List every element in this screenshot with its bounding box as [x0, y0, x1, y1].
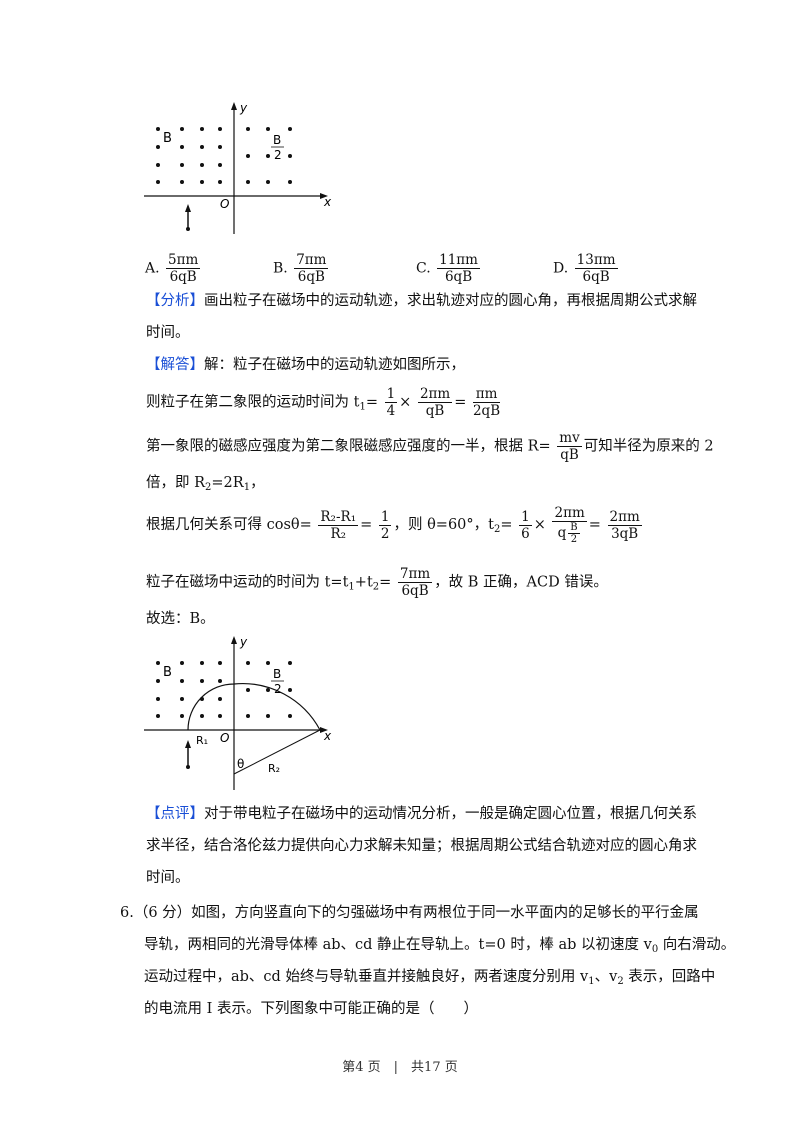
- figure-1: y x O B B 2: [144, 101, 332, 234]
- solution-tag: 【解答】: [146, 357, 204, 373]
- comment-line-1: 【点评】对于带电粒子在磁场中的运动情况分析，一般是确定圆心位置，根据几何关系: [146, 806, 697, 822]
- fig2-x-label: x: [323, 729, 332, 743]
- fig2-dots: [156, 661, 292, 718]
- q6-line-1: 6.（6 分）如图，方向竖直向下的匀强磁场中有两根位于同一水平面内的足够长的平行…: [120, 905, 699, 921]
- solution-line-7: 故选：B。: [146, 611, 215, 627]
- fig1-origin-label: O: [220, 197, 229, 211]
- q6-line-4: 的电流用 I 表示。下列图象中可能正确的是（ ）: [144, 1001, 478, 1017]
- fig1-y-arrow: [231, 102, 237, 110]
- fig1-particle-source: [186, 227, 190, 231]
- fig1-y-label: y: [239, 101, 248, 115]
- fig1-b-right-den: 2: [274, 148, 282, 162]
- fig2-r1-label: R₁: [196, 734, 208, 747]
- fig2-y-arrow: [231, 636, 237, 644]
- analysis-tag: 【分析】: [146, 293, 204, 309]
- fig2-particle-arrow: [185, 740, 191, 748]
- figure-2: y x O B B 2 R₁ R₂ θ: [144, 635, 332, 790]
- fig2-radius-r2: [233, 729, 321, 775]
- q6-line-3: 运动过程中，ab、cd 始终与导轨垂直并接触良好，两者速度分别用 v1、v2 表…: [144, 969, 716, 987]
- fig2-y-label: y: [239, 635, 248, 649]
- fig1-b-left: B: [163, 131, 172, 146]
- fig2-b-right-num: B: [273, 667, 281, 681]
- fig1-dots: [156, 127, 292, 184]
- fig2-x-arrow: [320, 727, 328, 733]
- q6-line-2: 导轨，两相同的光滑导体棒 ab、cd 静止在导轨上。t=0 时，棒 ab 以初速…: [144, 937, 736, 955]
- q6-number: 6.: [120, 905, 134, 921]
- fig2-r2-label: R₂: [268, 762, 280, 775]
- fig2-b-right-den: 2: [274, 682, 282, 696]
- fig2-particle-source: [186, 765, 190, 769]
- analysis-line-1: 【分析】画出粒子在磁场中的运动轨迹，求出轨迹对应的圆心角，再根据周期公式求解: [146, 293, 697, 309]
- comment-line-3: 时间。: [146, 870, 190, 886]
- analysis-line-2: 时间。: [146, 325, 190, 341]
- fig1-x-label: x: [323, 195, 332, 209]
- fig2-trajectory-arc: [187, 683, 321, 731]
- fig2-theta-label: θ: [237, 757, 244, 771]
- fig1-b-right-num: B: [273, 133, 281, 147]
- solution-line-1: 【解答】解：粒子在磁场中的运动轨迹如图所示，: [146, 357, 465, 373]
- solution-line-4: 倍，即 R2=2R1，: [146, 475, 265, 493]
- comment-line-2: 求半径，结合洛伦兹力提供向心力求解未知量；根据周期公式结合轨迹对应的圆心角求: [146, 838, 697, 854]
- fig1-x-arrow: [320, 193, 328, 199]
- page-footer: 第4 页 | 共17 页: [342, 1060, 458, 1075]
- fig1-particle-arrow: [185, 204, 191, 212]
- fig2-origin-label: O: [220, 731, 229, 745]
- fig2-b-left: B: [163, 665, 172, 680]
- comment-tag: 【点评】: [146, 806, 204, 822]
